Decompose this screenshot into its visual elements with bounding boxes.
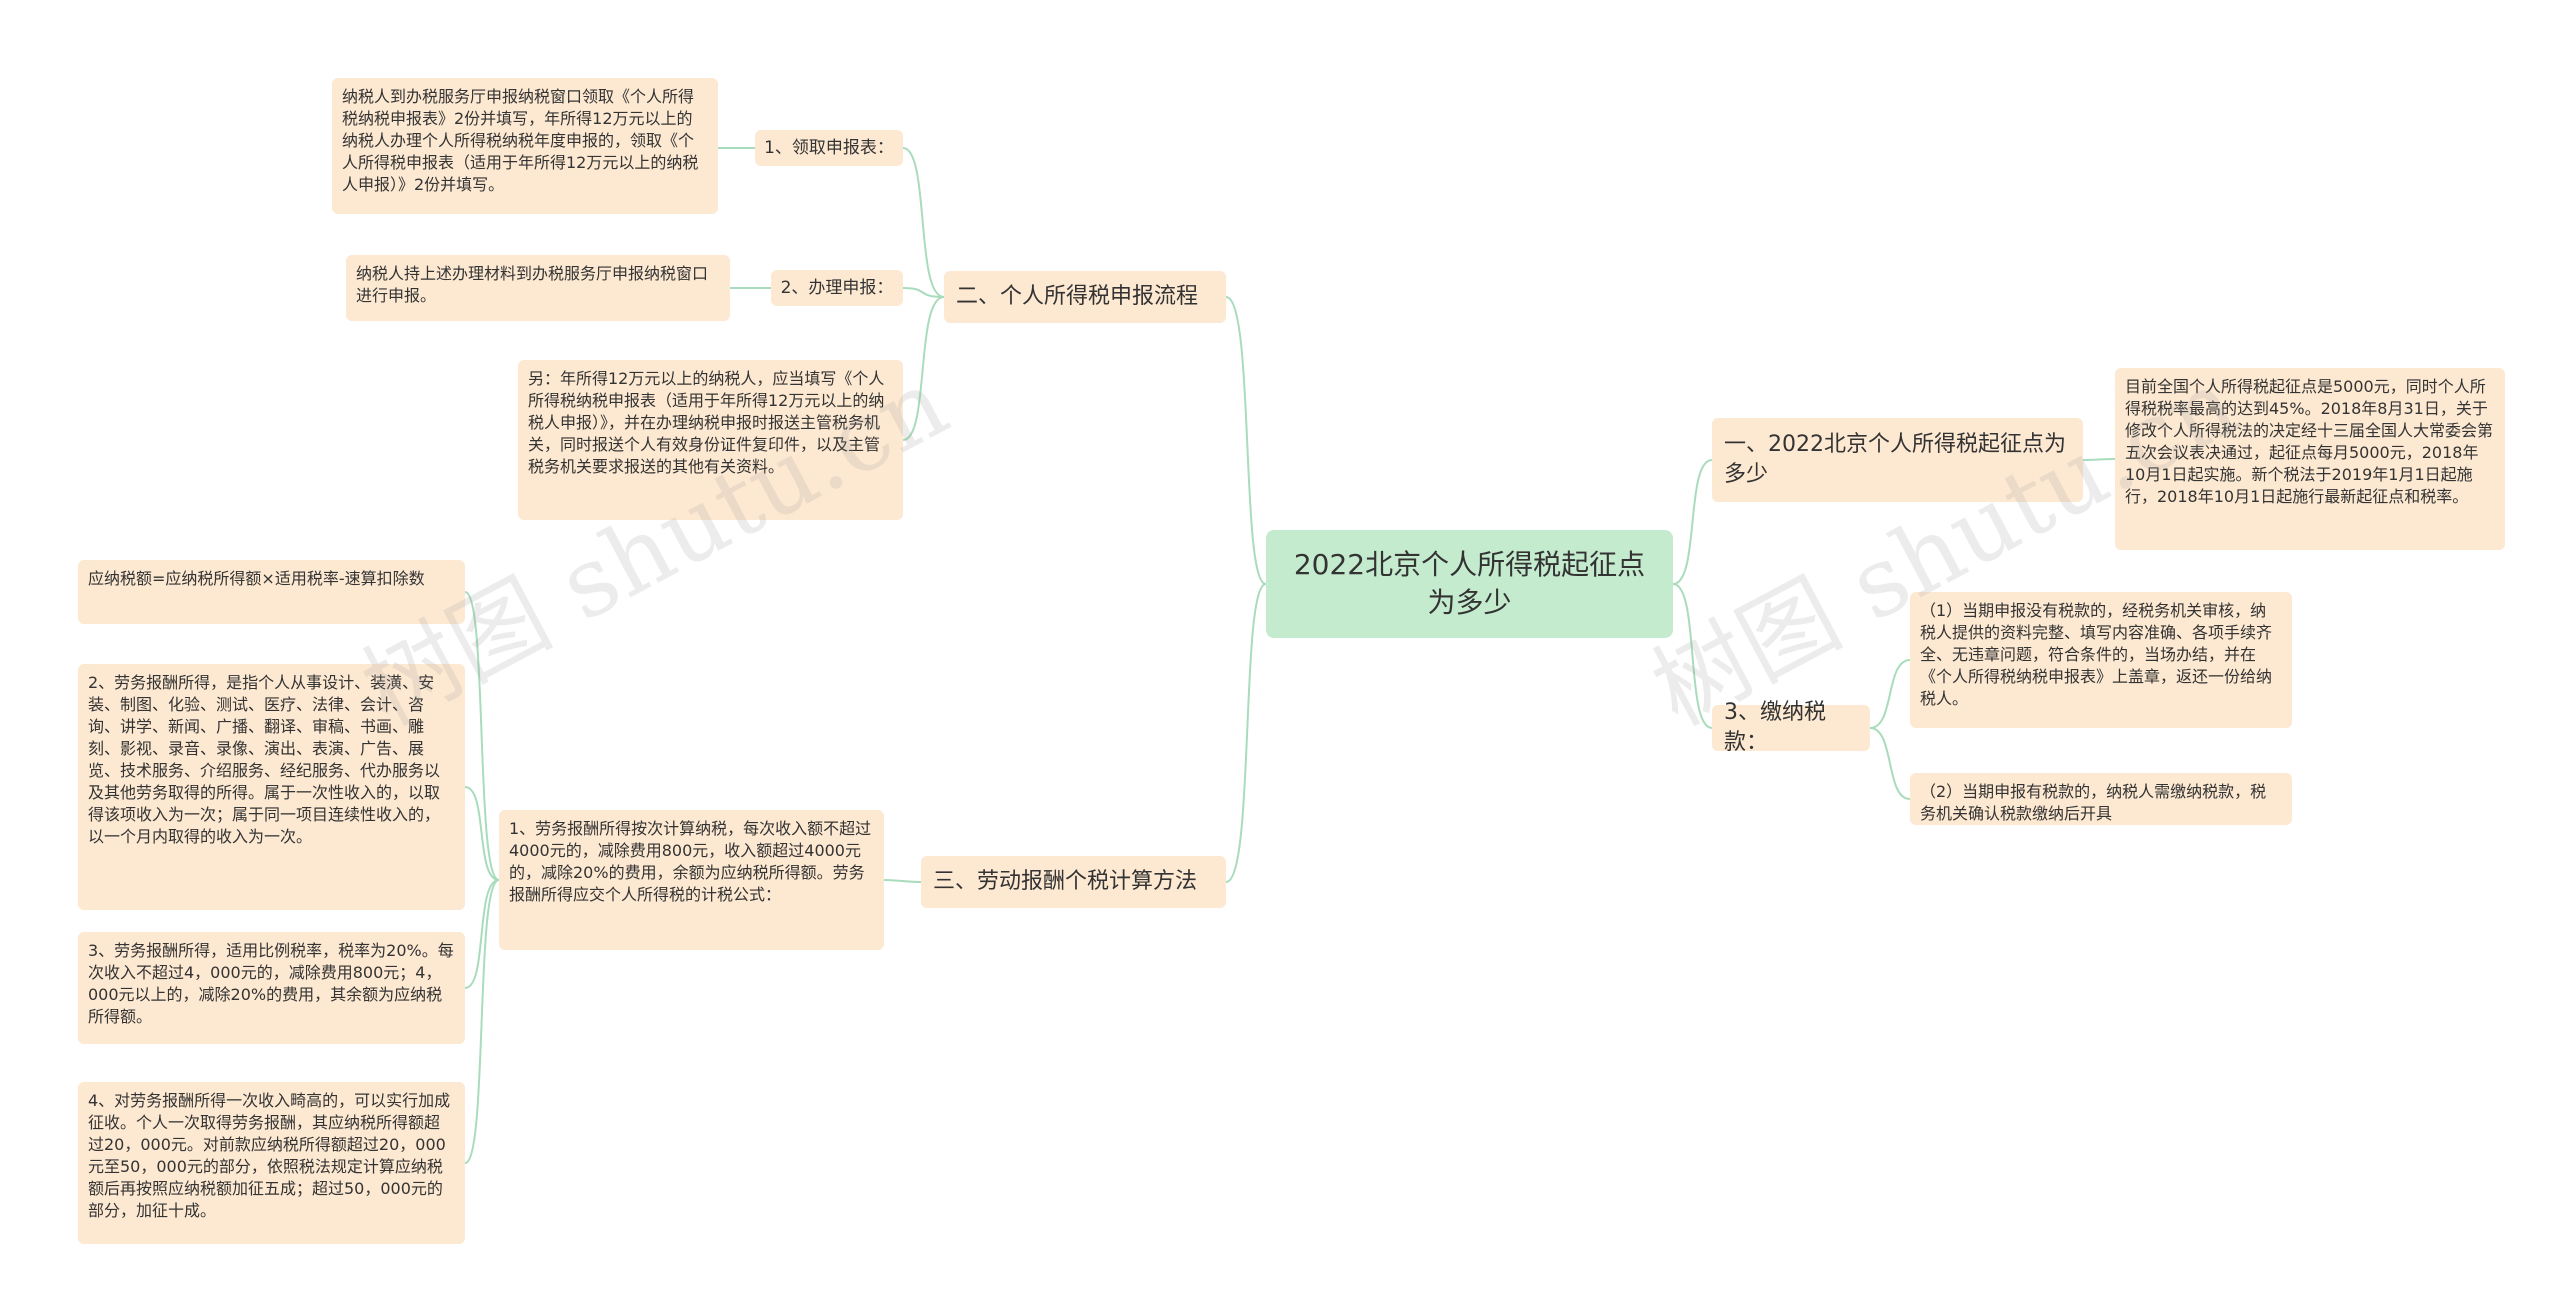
labor-leaf-definition[interactable]: 2、劳务报酬所得，是指个人从事设计、装潢、安装、制图、化验、测试、医疗、法律、会…: [78, 664, 465, 910]
branch-2-process[interactable]: 二、个人所得税申报流程: [944, 271, 1226, 323]
connector-mid-leaf2: [464, 786, 500, 881]
connector-b2-step1: [902, 147, 945, 298]
branch-3-payment[interactable]: 3、缴纳税款：: [1712, 700, 1870, 755]
payment-item-2[interactable]: （2）当期申报有税款的，纳税人需缴纳税款，税务机关确认税款缴纳后开具: [1910, 773, 2292, 825]
connector-mid-leaf1: [464, 591, 500, 881]
connector-b2-step2: [902, 287, 945, 298]
step-1-label[interactable]: 1、领取申报表：: [755, 130, 903, 166]
labor-leaf-surcharge[interactable]: 4、对劳务报酬所得一次收入畸高的，可以实行加成征收。个人一次取得劳务报酬，其应纳…: [78, 1082, 465, 1244]
step-2-detail[interactable]: 纳税人持上述办理材料到办税服务厅申报纳税窗口进行申报。: [346, 255, 730, 321]
connector-b3-item1: [1869, 659, 1911, 729]
step-1-detail[interactable]: 纳税人到办税服务厅申报纳税窗口领取《个人所得税纳税申报表》2份并填写，年所得12…: [332, 78, 718, 214]
connector-root-b4: [1225, 583, 1267, 883]
step-2-label[interactable]: 2、办理申报：: [771, 270, 903, 306]
connector-b4-mid: [883, 879, 922, 883]
process-note[interactable]: 另：年所得12万元以上的纳税人，应当填写《个人所得税纳税申报表（适用于年所得12…: [518, 360, 903, 520]
labor-calc-rule[interactable]: 1、劳务报酬所得按次计算纳税，每次收入额不超过4000元的，减除费用800元，收…: [499, 810, 884, 950]
connector-b3-item2: [1869, 727, 1911, 800]
root-topic[interactable]: 2022北京个人所得税起征点为多少: [1266, 530, 1673, 638]
payment-item-1[interactable]: （1）当期申报没有税款的，经税务机关审核，纳税人提供的资料完整、填写内容准确、各…: [1910, 592, 2292, 728]
connector-mid-leaf3: [464, 879, 500, 989]
branch-4-labor-calc[interactable]: 三、劳动报酬个税计算方法: [921, 856, 1226, 908]
labor-leaf-rate[interactable]: 3、劳务报酬所得，适用比例税率，税率为20%。每次收入不超过4，000元的，减除…: [78, 932, 465, 1044]
labor-leaf-formula[interactable]: 应纳税额=应纳税所得额×适用税率-速算扣除数: [78, 560, 465, 624]
connector-b1-text: [2082, 458, 2116, 461]
connector-root-b3: [1672, 583, 1713, 729]
branch-1-qizhengdian[interactable]: 一、2022北京个人所得税起征点为多少: [1712, 418, 2083, 502]
connector-b2-note: [902, 296, 945, 441]
connector-root-b1: [1672, 459, 1713, 585]
connector-root-b2: [1225, 296, 1267, 585]
branch-1-detail[interactable]: 目前全国个人所得税起征点是5000元，同时个人所得税税率最高的达到45%。201…: [2115, 368, 2505, 550]
connector-mid-leaf4: [464, 879, 500, 1164]
